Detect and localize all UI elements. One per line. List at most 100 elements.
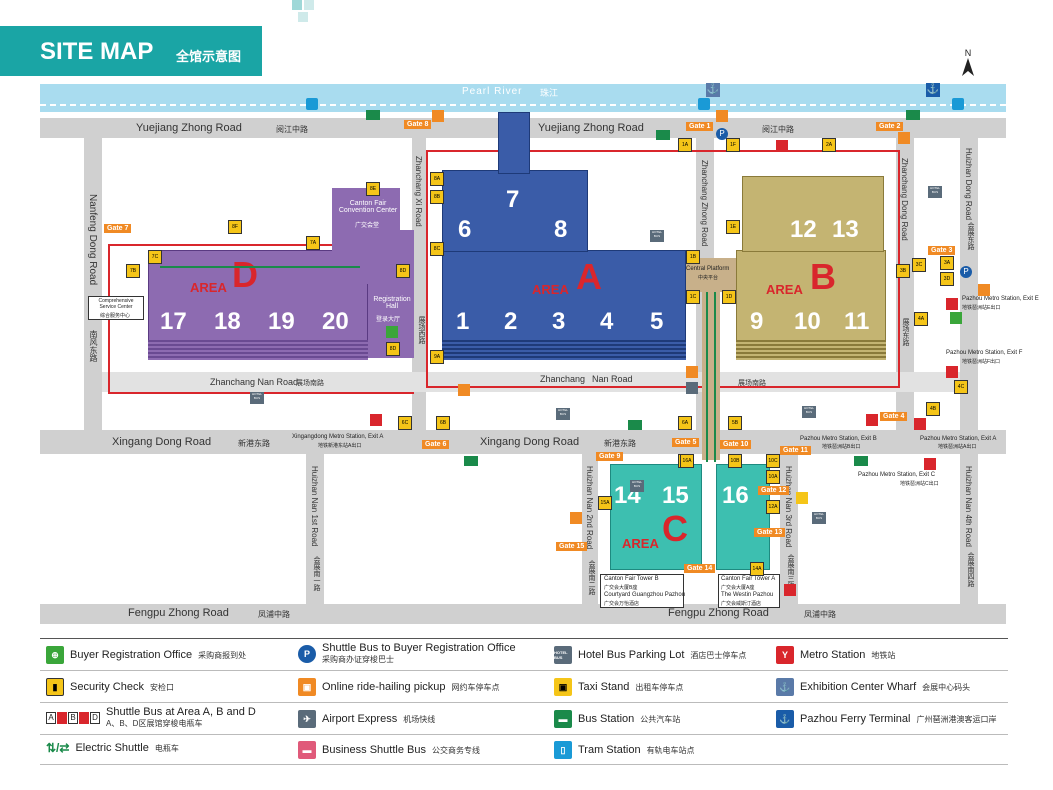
legend-divider — [40, 734, 1008, 735]
shuttle-registration-icon: P — [716, 128, 728, 140]
legend-label-cn: 广州琶洲港澳客运口岸 — [916, 714, 997, 724]
metro-station-icon — [914, 418, 926, 430]
legend-label: Metro Station — [800, 649, 866, 661]
page-title-cn: 全馆示意图 — [176, 49, 242, 64]
wharf-icon: ⚓ — [706, 83, 720, 97]
zhanchang-nan-road-right-cn: 展场南路 — [738, 380, 766, 387]
hotel-bus-icon: HOTEL BUS — [630, 480, 644, 492]
legend-label-cn: 有轨电车站点 — [646, 745, 695, 755]
security-check-3b: 3B — [896, 264, 910, 278]
metro-pazhou-a-cn: 地铁琶洲站A出口 — [938, 444, 977, 450]
huizhan-nan-2nd-road — [582, 454, 598, 604]
gate-8[interactable]: Gate 8 — [404, 120, 432, 129]
metro-station-icon — [946, 366, 958, 378]
legend-item-metro: Y Metro Station 地铁站 — [776, 646, 895, 664]
gate-11[interactable]: Gate 11 — [780, 446, 811, 455]
yuejiang-road-right-cn: 阅江中路 — [762, 125, 794, 134]
hall-1: 1 — [456, 308, 470, 335]
legend-label: Taxi Stand — [578, 681, 630, 693]
fengpu-road-left-label: Fengpu Zhong Road — [128, 607, 229, 619]
nanfeng-road — [84, 138, 102, 430]
area-b-letter: B — [810, 256, 836, 297]
fengpu-road-right-cn: 凤浦中路 — [804, 610, 836, 619]
security-check-8d: 8D — [386, 342, 400, 356]
legend-label: Airport Express — [322, 713, 398, 725]
security-check-4b: 4B — [926, 402, 940, 416]
area-a-letter: A — [576, 256, 602, 297]
ride-hailing-icon — [716, 110, 728, 122]
gate-15[interactable]: Gate 15 — [556, 542, 588, 551]
tram-station-icon — [306, 98, 318, 110]
gate-13[interactable]: Gate 13 — [754, 528, 786, 537]
gate-4[interactable]: Gate 4 — [880, 412, 908, 421]
hall-20: 20 — [322, 308, 349, 335]
gate-12[interactable]: Gate 12 — [758, 486, 790, 495]
huizhan-nan-3rd-road-cn: 会展南三路 — [787, 554, 794, 589]
area-b-label: AREA — [766, 282, 803, 297]
convention-center-cn: 广交会堂 — [355, 223, 380, 229]
shuttle-registration-icon: P — [960, 266, 972, 278]
gate-2[interactable]: Gate 2 — [876, 122, 904, 131]
zhanchang-xi-road-cn: 展场西路 — [418, 316, 425, 344]
security-check-8e: 8E — [366, 182, 380, 196]
ride-hailing-icon — [570, 512, 582, 524]
gate-7[interactable]: Gate 7 — [104, 224, 132, 233]
tower-b-box — [600, 574, 684, 608]
bus-station-icon — [366, 110, 380, 120]
security-check-10b: 10B — [728, 454, 742, 468]
security-check-1c: 1C — [686, 290, 700, 304]
hall-9: 9 — [750, 308, 764, 335]
shuttle-route-top — [426, 150, 900, 152]
legend-divider — [40, 702, 1008, 703]
yuejiang-road-left-label: Yuejiang Zhong Road — [136, 122, 242, 134]
page-title: SITE MAP — [40, 38, 154, 65]
gate-14[interactable]: Gate 14 — [684, 564, 716, 573]
area-a-stripes — [442, 340, 686, 360]
shuttle-route-d-top — [108, 244, 414, 246]
hotel-bus-icon: HOTEL BUS — [650, 230, 664, 242]
area-c-label: AREA — [622, 536, 659, 551]
metro-pazhou-e-cn: 地铁琶洲站E出口 — [962, 305, 1001, 311]
gate-6[interactable]: Gate 6 — [422, 440, 450, 449]
metro-pazhou-b-label: Pazhou Metro Station, Exit B — [800, 436, 877, 442]
hall-6: 6 — [458, 216, 472, 243]
yuejiang-road-mid-label: Yuejiang Zhong Road — [538, 122, 644, 134]
river-name: Pearl River — [462, 86, 523, 97]
legend-item-bus-station: ▬ Bus Station 公共汽车站 — [554, 710, 680, 728]
compass-icon: N — [960, 48, 976, 81]
fengpu-road-right-label: Fengpu Zhong Road — [668, 607, 769, 619]
legend-label-cn: 电瓶车 — [154, 743, 179, 753]
legend-label: Bus Station — [578, 713, 635, 725]
metro-pazhou-a-label: Pazhou Metro Station, Exit A — [920, 436, 997, 442]
hall-10: 10 — [794, 308, 821, 335]
tower-a-cn: 广交会大厦A座 — [721, 585, 755, 591]
gate-10[interactable]: Gate 10 — [720, 440, 752, 449]
legend-label: Shuttle Bus at Area A, B and D — [106, 706, 256, 718]
huizhan-nan-1st-road-cn: 会展南一路 — [313, 556, 320, 591]
area-d-stripes — [148, 340, 368, 360]
legend-item-hotel-bus: HOTEL BUS Hotel Bus Parking Lot 酒店巴士停车点 — [554, 646, 746, 664]
hotel-bus-icon: HOTEL BUS — [802, 406, 816, 418]
ferry-terminal-icon: ⚓ — [926, 83, 940, 97]
gate-3[interactable]: Gate 3 — [928, 246, 956, 255]
huizhan-dong-road-label: Huizhan Dong Road — [964, 148, 973, 221]
airport-express-icon: ✈ — [298, 710, 316, 728]
security-check-6c: 6C — [398, 416, 412, 430]
ride-hailing-icon — [458, 384, 470, 396]
tram-station-icon — [952, 98, 964, 110]
gate-5[interactable]: Gate 5 — [672, 438, 700, 447]
xingang-road-mid-cn: 新港东路 — [604, 439, 636, 448]
area-a-tower — [498, 112, 530, 174]
area-c-building-right — [716, 464, 770, 570]
gate-1[interactable]: Gate 1 — [686, 122, 714, 131]
area-d-letter: D — [232, 254, 258, 295]
nanfeng-road-cn: 南风东路 — [89, 330, 98, 362]
metro-pazhou-b-cn: 地铁琶洲站B出口 — [822, 444, 861, 450]
shuttle-letter-d: D — [90, 711, 100, 724]
huizhan-nan-4th-road — [960, 454, 978, 604]
area-a-label: AREA — [532, 282, 569, 297]
legend-label: Tram Station — [578, 744, 641, 756]
area-d-label: AREA — [190, 280, 227, 295]
gate-9[interactable]: Gate 9 — [596, 452, 624, 461]
legend-item-wharf: ⚓ Exhibition Center Wharf 会展中心码头 — [776, 678, 970, 696]
